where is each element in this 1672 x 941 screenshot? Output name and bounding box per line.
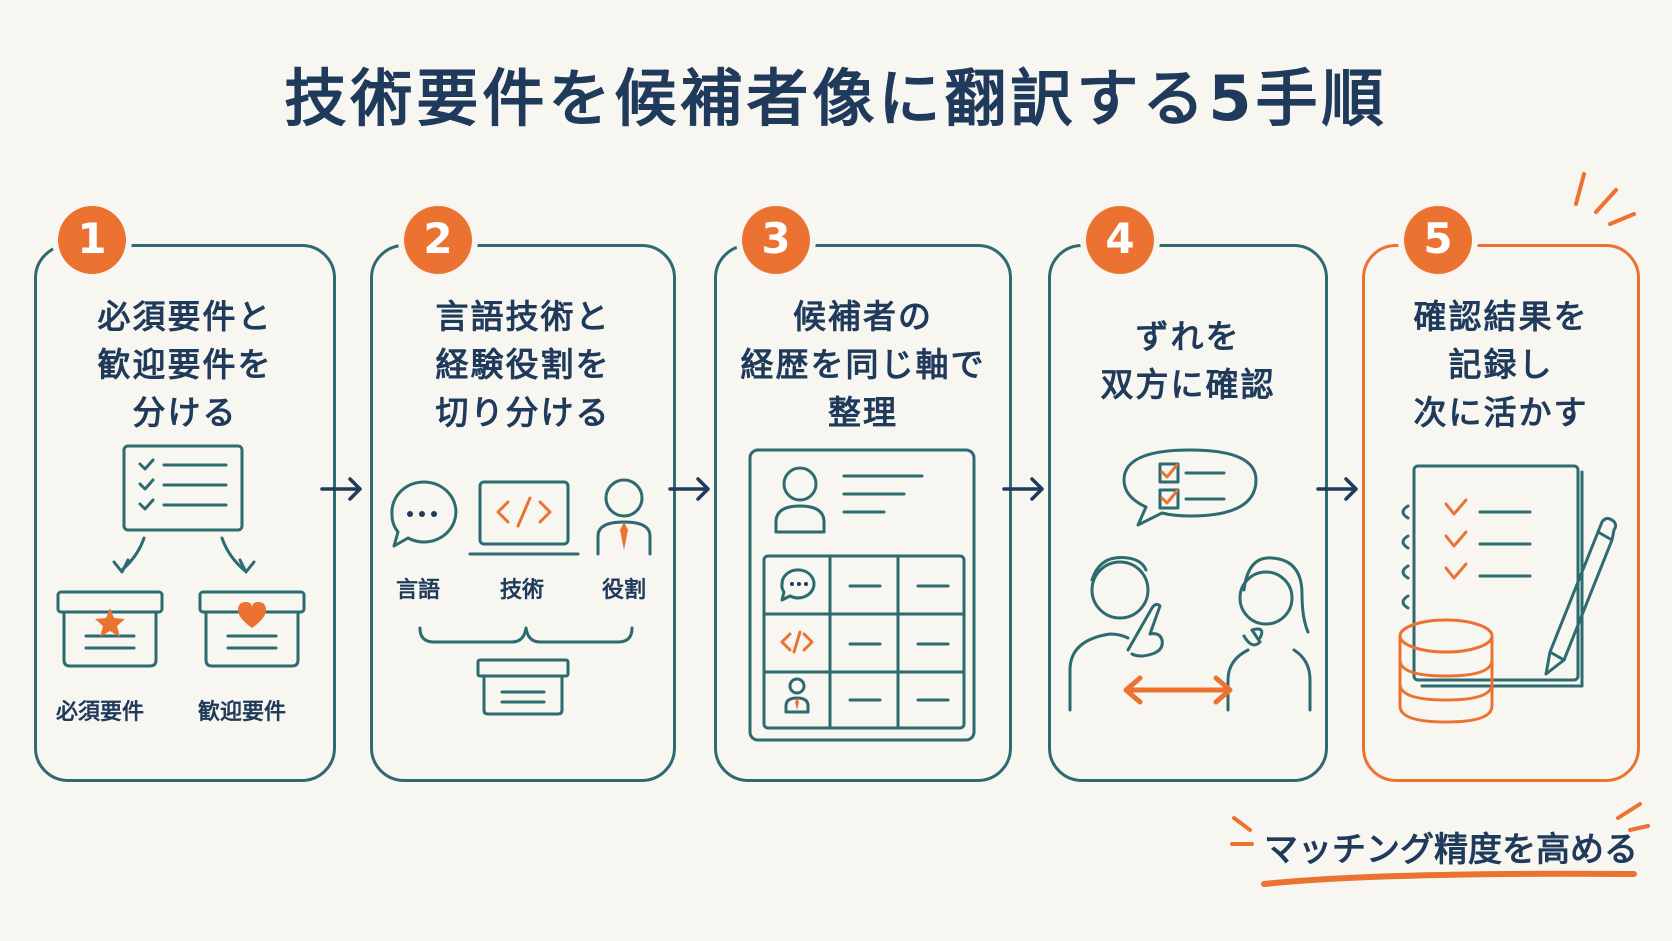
step-4-title-line: ずれを <box>1135 317 1241 356</box>
step-1-title-line: 歓迎要件を <box>97 345 273 384</box>
page-title: 技術要件を候補者像に翻訳する5手順 <box>284 62 1388 135</box>
step-card-1: 必須要件と 歓迎要件を 分ける <box>34 244 336 782</box>
step-3-title-line: 候補者の <box>793 297 933 336</box>
sparkle-icon <box>1574 172 1636 226</box>
notebook-database-icon <box>1398 464 1618 724</box>
arrow-right-icon <box>320 477 362 501</box>
step-2-label-technology: 技術 <box>500 578 545 603</box>
step-3-title: 候補者の 経歴を同じ軸で 整理 <box>717 293 1009 437</box>
step-4-title-line: 双方に確認 <box>1100 365 1276 404</box>
step-2-title-line: 切り分ける <box>435 393 611 432</box>
step-2-title-line: 経験役割を <box>435 345 611 384</box>
checklist-split-icon <box>56 444 306 668</box>
step-1-title-line: 分ける <box>132 393 238 432</box>
step-5-title-line: 記録し <box>1448 345 1554 384</box>
step-5-badge: 5 <box>1404 206 1472 274</box>
step-3-title-line: 整理 <box>828 393 898 432</box>
step-1-badge: 1 <box>58 206 126 274</box>
step-2-title: 言語技術と 経験役割を 切り分ける <box>373 293 673 437</box>
arrow-right-icon <box>1002 477 1044 501</box>
step-2-title-line: 言語技術と <box>435 297 611 336</box>
step-1-label-preferred: 歓迎要件 <box>198 700 287 725</box>
step-1-title: 必須要件と 歓迎要件を 分ける <box>37 293 333 437</box>
step-1-title-line: 必須要件と <box>97 297 273 336</box>
step-4-badge: 4 <box>1086 206 1154 274</box>
step-5-title-line: 確認結果を <box>1413 297 1589 336</box>
step-5-title: 確認結果を 記録し 次に活かす <box>1365 293 1637 437</box>
emphasis-marks-icon <box>1230 816 1254 846</box>
step-5-title-line: 次に活かす <box>1413 393 1589 432</box>
step-2-label-role: 役割 <box>602 578 647 603</box>
arrow-right-icon <box>668 477 710 501</box>
step-1-label-required: 必須要件 <box>56 700 145 725</box>
arrow-right-icon <box>1316 477 1358 501</box>
step-3-title-line: 経歴を同じ軸で <box>740 345 986 384</box>
profile-table-icon <box>748 448 976 742</box>
underline-stroke-icon <box>1261 870 1637 887</box>
step-2-badge: 2 <box>404 206 472 274</box>
step-4-title: ずれを 双方に確認 <box>1051 313 1325 409</box>
emphasis-marks-icon <box>1616 802 1650 832</box>
step-3-badge: 3 <box>742 206 810 274</box>
language-tech-role-icon <box>390 478 652 716</box>
footer-note: マッチング精度を高める <box>1264 830 1638 870</box>
step-2-label-language: 言語 <box>396 578 441 603</box>
conversation-icon <box>1068 448 1312 712</box>
